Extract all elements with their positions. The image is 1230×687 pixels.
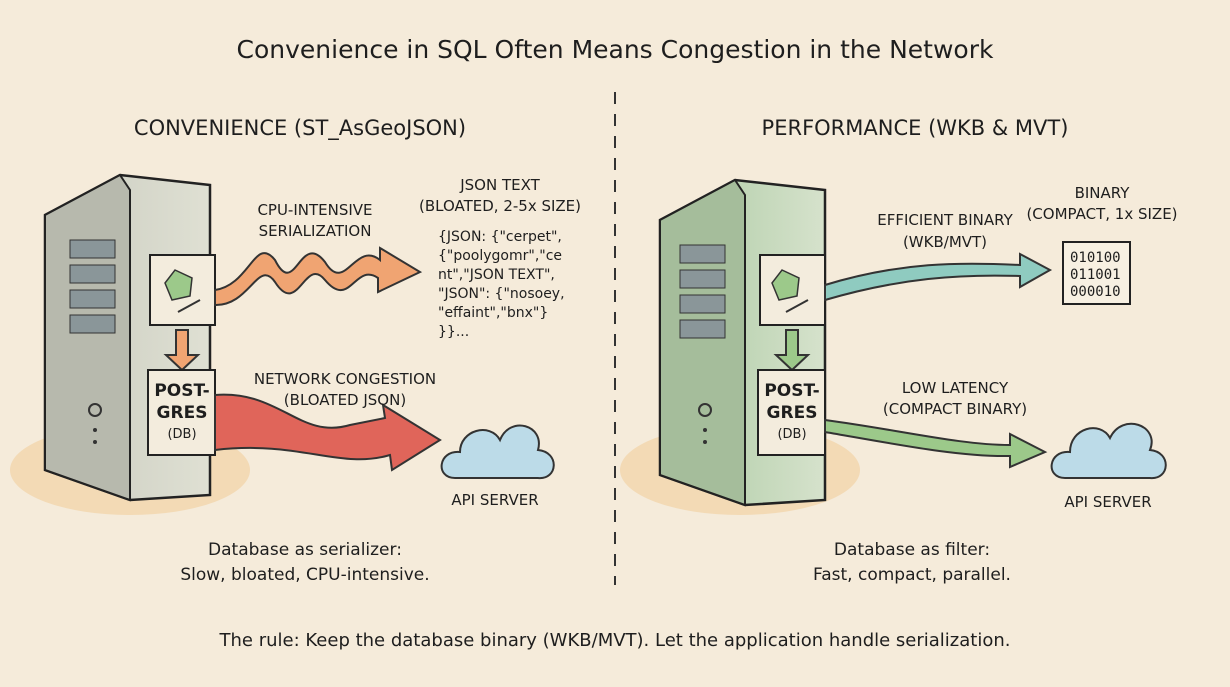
down-arrow-icon [163, 329, 201, 372]
json-line: {JSON: {"cerpet", [438, 229, 562, 245]
polygon-icon [164, 269, 193, 301]
api-server-label: API SERVER [1064, 493, 1151, 511]
right-caption: Database as filter: [834, 540, 990, 560]
serialization-label: SERIALIZATION [259, 222, 372, 240]
json-sample: {JSON: {"cerpet", {"poolygomr","ce nt","… [438, 229, 565, 340]
polygon-icon [771, 269, 800, 301]
db-label: POST- [764, 381, 819, 401]
db-label: GRES [767, 403, 818, 423]
cloud-icon [1050, 422, 1167, 480]
json-line: {"poolygomr","ce [438, 248, 562, 264]
binary-subtitle: (COMPACT, 1x SIZE) [1026, 205, 1177, 223]
json-title: JSON TEXT [459, 176, 540, 194]
left-caption: Slow, bloated, CPU-intensive. [180, 565, 429, 585]
right-panel: PERFORMANCE (WKB & MVT) POST- GRES (DB) … [620, 116, 1178, 585]
json-line: nt","JSON TEXT", [438, 267, 555, 283]
server-icon [658, 178, 827, 507]
binary-box [1062, 241, 1131, 305]
network-label: (BLOATED JSON) [284, 391, 406, 409]
db-label: (DB) [777, 427, 806, 442]
left-heading: CONVENIENCE (ST_AsGeoJSON) [134, 116, 466, 141]
db-label: GRES [157, 403, 208, 423]
cloud-icon [440, 424, 555, 480]
left-panel: CONVENIENCE (ST_AsGeoJSON) POST- GRES (D… [10, 116, 581, 585]
json-line: "effaint","bnx"} [438, 305, 548, 321]
api-server-label: API SERVER [451, 491, 538, 509]
serialization-arrow [214, 246, 423, 307]
right-heading: PERFORMANCE (WKB & MVT) [762, 116, 1069, 140]
postgres-box [757, 369, 826, 456]
db-label: POST- [154, 381, 209, 401]
binary-line: 010100 [1070, 250, 1121, 266]
binary-title: BINARY [1075, 184, 1131, 202]
db-label: (DB) [167, 427, 196, 442]
left-caption: Database as serializer: [208, 540, 402, 560]
footer-rule: The rule: Keep the database binary (WKB/… [219, 630, 1011, 651]
binary-line: 011001 [1070, 267, 1121, 283]
binary-label: (WKB/MVT) [903, 233, 987, 251]
congestion-arrow [214, 393, 442, 472]
latency-arrow [824, 418, 1048, 469]
network-label: NETWORK CONGESTION [254, 370, 436, 388]
binary-line: 000010 [1070, 284, 1121, 300]
serialization-label: CPU-INTENSIVE [257, 201, 372, 219]
title: Convenience in SQL Often Means Congestio… [237, 35, 994, 64]
json-subtitle: (BLOATED, 2-5x SIZE) [419, 197, 581, 215]
json-line: }}... [438, 324, 469, 340]
down-arrow-icon [773, 329, 811, 372]
latency-label: (COMPACT BINARY) [883, 400, 1027, 418]
binary-arrow [824, 252, 1053, 302]
binary-label: EFFICIENT BINARY [877, 211, 1013, 229]
right-caption: Fast, compact, parallel. [813, 565, 1011, 585]
latency-label: LOW LATENCY [902, 379, 1009, 397]
json-line: "JSON": {"nosoey, [438, 286, 565, 302]
